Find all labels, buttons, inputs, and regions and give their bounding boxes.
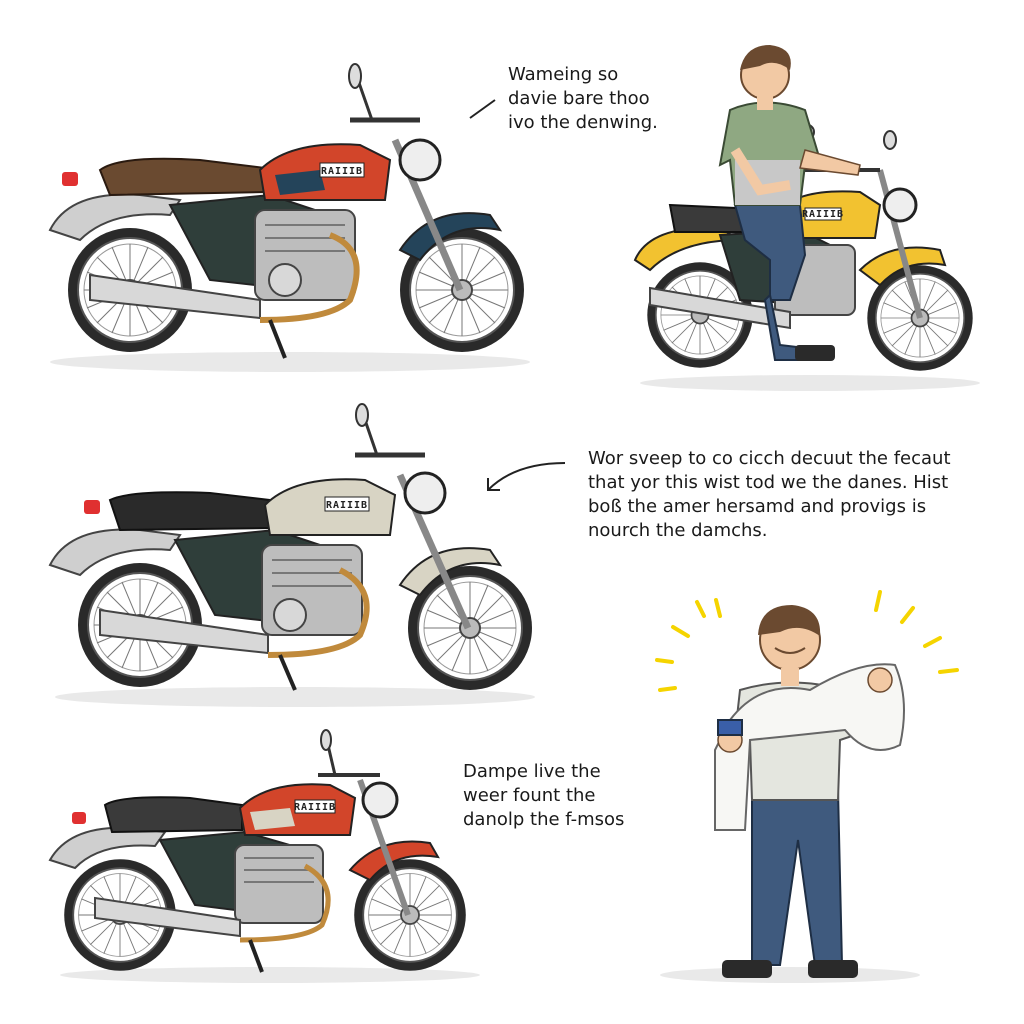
caption-line: Wameing so [508,64,619,85]
pointer-line-icon [469,99,496,119]
caption-line: weer fount the [463,785,596,806]
rider-figure [718,45,861,361]
caption-line: davie bare thoo [508,88,650,109]
caption-line: that yor this wist tod we the danes. His… [588,472,949,493]
caption-bottom: Dampe live the weer fount the danolp the… [463,760,624,832]
caption-line: ivo the denwing. [508,112,658,133]
motorcycle-red-top: RAIIIB [48,63,530,372]
tank-badge-label: RAIIIB [802,209,844,220]
caption-line: danolp the f-msos [463,809,625,830]
tank-badge-label: RAIIIB [321,166,363,177]
caption-line: nourch the damchs. [588,520,768,541]
caption-top: Wameing so davie bare thoo ivo the denwi… [508,63,658,135]
tank-badge-label: RAIIIB [294,802,336,813]
motorcycle-yellow-with-rider: RAIIIB [633,45,980,391]
person-holding-cloth [655,590,959,983]
motorcycle-red-bottom: RAIIIB [48,729,480,983]
caption-middle: Wor sveep to co cicch decuut the fecaut … [588,447,951,543]
pointer-arrow-icon [487,462,566,491]
caption-line: Dampe live the [463,761,601,782]
tank-badge-label: RAIIIB [326,500,368,511]
motorcycle-silver-middle: RAIIIB [48,403,535,707]
sparkle-icon [655,590,959,692]
caption-line: Wor sveep to co cicch decuut the fecaut [588,448,951,469]
caption-line: boß the amer hersamd and provigs is [588,496,927,517]
